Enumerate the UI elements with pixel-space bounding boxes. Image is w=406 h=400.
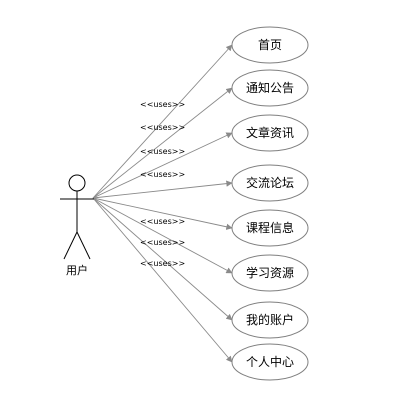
use-case-ellipse[interactable] (231, 254, 309, 292)
use-case-label: 首页 (258, 38, 282, 52)
uses-labels: <<uses>> <<uses>> <<uses>> <<uses>> <<uses>>… (140, 100, 185, 268)
uses-stereotype-label: <<uses>> (140, 259, 185, 268)
use-case-label: 通知公告 (246, 81, 294, 95)
association-line (92, 180, 233, 199)
association-line (92, 197, 233, 321)
association-line (92, 197, 233, 363)
association-line (92, 132, 233, 199)
actor-head (68, 174, 86, 192)
actor[interactable]: 用户 (60, 174, 94, 277)
uses-stereotype-label: <<uses>> (140, 170, 185, 179)
use-case-label: 课程信息 (246, 220, 294, 235)
uses-stereotype-label: <<uses>> (140, 217, 185, 226)
use-case-ellipse[interactable] (231, 26, 309, 64)
association-line (92, 44, 233, 199)
actor-right-leg (76, 231, 91, 260)
use-case-label: 文章资讯 (246, 125, 294, 140)
association-line (92, 197, 233, 230)
use-case-label: 我的账户 (246, 312, 294, 327)
use-case-label: 个人中心 (246, 354, 294, 369)
use-case-label: 交流论坛 (246, 175, 294, 190)
use-case-ellipse[interactable] (231, 343, 309, 381)
use-case-ellipse[interactable] (231, 114, 309, 152)
association-line (92, 197, 233, 274)
use-case-label: 学习资源 (246, 265, 294, 280)
actor-left-leg (63, 231, 78, 260)
use-case-ellipse[interactable] (231, 164, 309, 202)
uses-stereotype-label: <<uses>> (140, 147, 185, 156)
use-case-ellipse[interactable] (231, 209, 309, 247)
use-case-ellipse[interactable] (231, 69, 309, 107)
associations (92, 44, 233, 363)
uses-stereotype-label: <<uses>> (140, 123, 185, 132)
actor-label: 用户 (66, 263, 88, 277)
uses-stereotype-label: <<uses>> (140, 100, 185, 109)
use-case-ellipse[interactable] (231, 301, 309, 339)
association-line (92, 87, 233, 199)
uses-stereotype-label: <<uses>> (140, 238, 185, 247)
